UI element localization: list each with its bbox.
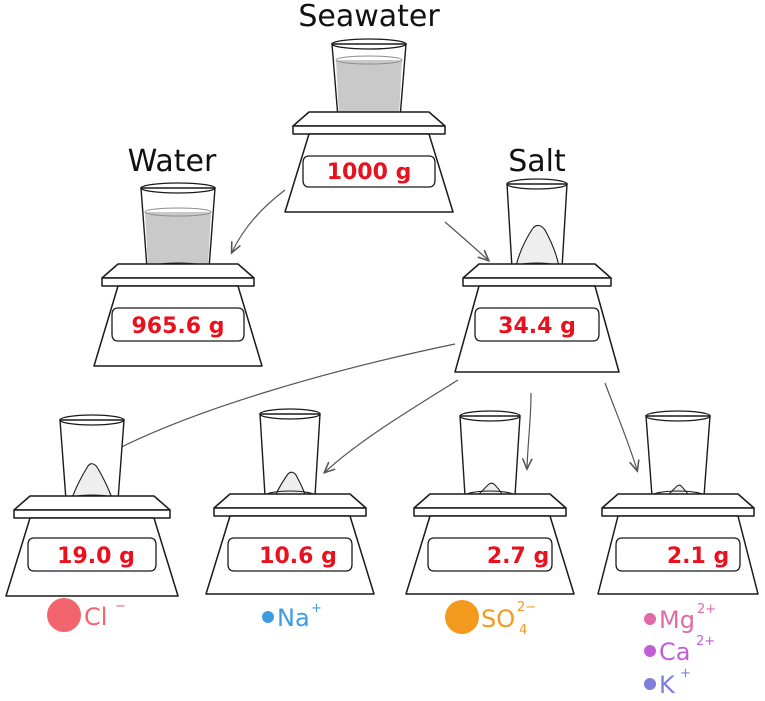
scale-body-sulfate [405, 493, 575, 595]
scale-chloride: 19.0 g [5, 414, 179, 597]
water-fill [336, 60, 402, 120]
arrow-salt-to-sulfate [527, 392, 531, 468]
ion-charge-magnesium: 2+ [697, 602, 716, 617]
scale-reading-chloride: 19.0 g [57, 544, 135, 569]
ion-sulfate: SO 2− 4 [445, 600, 536, 638]
scale-reading-salt: 34.4 g [498, 314, 576, 339]
scale-body-chloride [5, 495, 179, 597]
scale-body-minor-ions [597, 493, 759, 595]
scale-body-water [93, 263, 263, 367]
ion-chloride: Cl − [47, 598, 126, 632]
ion-symbol-sodium: Na [277, 604, 310, 632]
arrow-salt-to-minor [604, 382, 637, 470]
scale-water: Water 965.6 g [93, 144, 263, 367]
beaker-sulfate [459, 410, 521, 502]
ion-magnesium: Mg 2+ [644, 602, 716, 634]
ion-charge-sodium: + [311, 601, 322, 616]
arrow-seawater-to-water [232, 189, 286, 252]
beaker-seawater [331, 38, 407, 124]
ion-charge-calcium: 2+ [696, 634, 715, 649]
beaker-salt [506, 178, 568, 274]
sodium-dot-icon [262, 611, 274, 623]
ion-symbol-sulfate: SO [481, 605, 515, 633]
ion-potassium: K + [644, 666, 691, 699]
scale-reading-sulfate: 2.7 g [487, 544, 549, 569]
scale-seawater: Seawater 1000 g [284, 0, 454, 213]
beaker-chloride [59, 414, 125, 506]
ion-symbol-calcium: Ca [659, 638, 690, 666]
ion-sodium: Na + [262, 601, 322, 632]
scale-reading-sodium: 10.6 g [259, 544, 337, 569]
scale-sodium: 10.6 g [205, 408, 375, 595]
arrow-seawater-to-salt [444, 221, 488, 260]
scale-body-salt [454, 263, 620, 373]
scale-label-water: Water [128, 144, 217, 179]
beaker-water [140, 182, 216, 274]
arrow-salt-to-sodium [325, 379, 459, 472]
calcium-dot-icon [644, 645, 656, 657]
potassium-dot-icon [644, 678, 656, 690]
flow-arrows [108, 189, 637, 472]
scale-reading-water: 965.6 g [132, 314, 225, 339]
scale-label-seawater: Seawater [298, 0, 440, 34]
ion-calcium: Ca 2+ [644, 634, 715, 666]
arrow-salt-to-chloride [108, 343, 456, 454]
ion-subscript-sulfate: 4 [519, 623, 527, 638]
scale-reading-seawater: 1000 g [327, 160, 412, 185]
scale-minor-ions: 2.1 g [597, 410, 759, 595]
scale-label-salt: Salt [508, 144, 566, 179]
scale-body-seawater [284, 111, 454, 213]
ion-symbol-potassium: K [659, 671, 676, 699]
ion-charge-sulfate: 2− [517, 600, 536, 615]
scale-body-sodium [205, 493, 375, 595]
scale-sulfate: 2.7 g [405, 410, 575, 595]
chloride-dot-icon [47, 598, 81, 632]
scale-salt: Salt 34.4 g [454, 144, 620, 373]
ion-symbol-magnesium: Mg [659, 606, 695, 634]
magnesium-dot-icon [644, 613, 656, 625]
ion-charge-chloride: − [115, 599, 126, 614]
ion-charge-potassium: + [680, 666, 691, 681]
beaker-minor-ions [645, 410, 711, 502]
ion-symbol-chloride: Cl [84, 603, 107, 631]
water-fill [145, 212, 211, 270]
sulfate-dot-icon [445, 600, 479, 634]
beaker-sodium [259, 408, 321, 502]
scale-reading-minor-ions: 2.1 g [667, 544, 729, 569]
